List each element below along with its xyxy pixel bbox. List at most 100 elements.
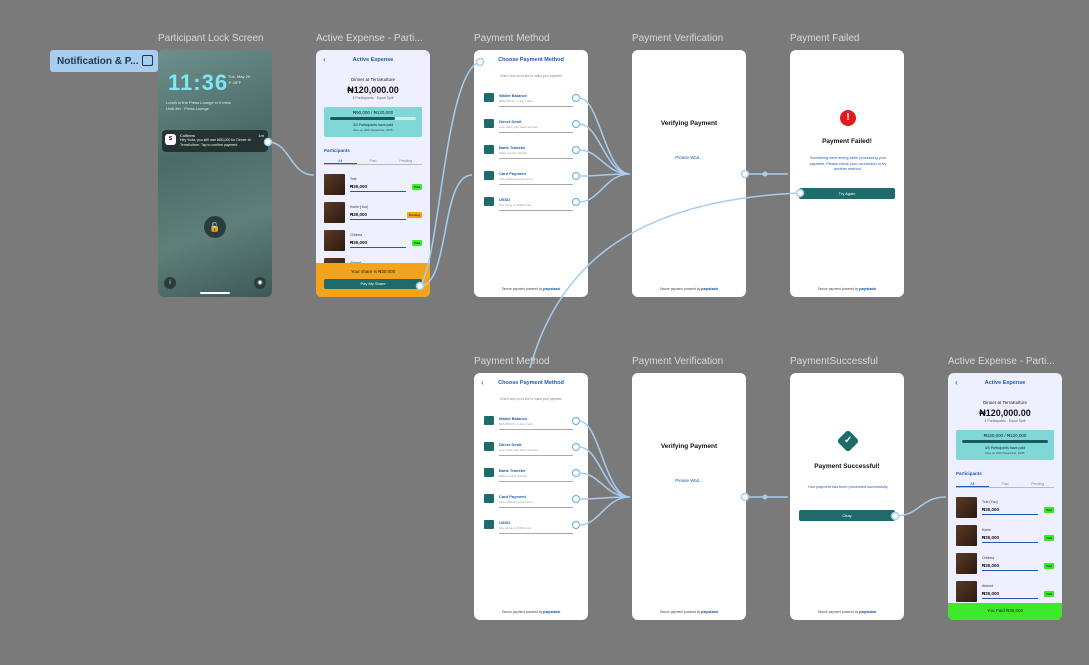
verify-title: Verifying Payment (660, 120, 718, 127)
avatar (956, 497, 977, 518)
active-expense-screen: ‹ Active Expense Dinner at TerraKulture … (316, 50, 430, 297)
tab-pending[interactable]: Pending (399, 159, 413, 163)
back-icon[interactable]: ‹ (955, 378, 958, 387)
payment-method-sub: Select how you'd like to make your payme… (499, 74, 563, 78)
tab-paid[interactable]: Paid (1001, 482, 1009, 486)
payment-option-desc: Visa, Mastercard & Verve (499, 177, 533, 181)
payment-success-screen: ✓ Payment Successful! Your payment has b… (790, 373, 904, 620)
payment-option-name: Bank Transfer (499, 145, 526, 150)
avatar (956, 525, 977, 546)
payment-option-desc: Make a bank transfer (499, 151, 528, 155)
participant-amount: ₦30,000 (982, 591, 1000, 596)
progress-status: 4/4 Participants have paid (984, 446, 1026, 450)
payment-option[interactable]: Wallet Balance₦45,000.00 · 1 day credit (484, 415, 580, 431)
divider (499, 455, 573, 456)
payment-option-desc: ₦45,000.00 · 1 day credit (499, 422, 533, 426)
try-again-button[interactable]: Try Again (799, 188, 895, 199)
camera-icon[interactable]: ◉ (254, 277, 266, 289)
payment-option-name: Card Payment (499, 494, 526, 499)
connector-notif-to-expense (267, 141, 315, 176)
participants-heading: Participants (956, 471, 982, 476)
tab-all[interactable]: All (956, 480, 989, 487)
payment-option-icon (484, 197, 494, 206)
divider (350, 191, 406, 192)
status-badge: Pending (406, 212, 422, 218)
section-tag[interactable]: Notification & P... (50, 50, 158, 72)
expense-amount: ₦120,000.00 (347, 85, 399, 95)
payment-option-desc: Visa, Mastercard & Verve (499, 500, 533, 504)
tab-paid[interactable]: Paid (369, 159, 377, 163)
payment-option-icon (484, 494, 494, 503)
participant-name: Kunle (982, 528, 991, 532)
radio-button[interactable] (572, 521, 580, 529)
screen-header: Active Expense (984, 380, 1026, 386)
status-badge: Paid (411, 184, 422, 190)
back-icon[interactable]: ‹ (323, 55, 326, 64)
divider (499, 429, 573, 430)
footer-text: Secure payment powered by (501, 610, 543, 614)
radio-button[interactable] (572, 417, 580, 425)
progress-bar (330, 117, 416, 120)
payment-method-screen-1: ‹ Choose Payment Method Select how you'd… (474, 50, 588, 297)
notification-time: 1m (258, 133, 264, 138)
radio-button[interactable] (572, 146, 580, 154)
app-icon: S (165, 134, 176, 145)
radio-button[interactable] (572, 495, 580, 503)
okay-button[interactable]: Okay (799, 510, 895, 521)
payment-option[interactable]: Wallet Balance₦45,000.00 · 1 day credit (484, 92, 580, 108)
payment-option-name: Bank Transfer (499, 468, 526, 473)
back-icon[interactable]: ‹ (481, 378, 484, 387)
progress-card: ₦120,000 / ₦120,000 4/4 Participants hav… (956, 430, 1054, 460)
footer-text: Secure payment powered by (659, 610, 701, 614)
divider (499, 210, 573, 211)
progress-card: ₦90,000 / ₦120,000 3/4 Participants have… (324, 107, 422, 137)
footer: Secure payment powered by paystack (474, 609, 588, 614)
screen-header: Choose Payment Method (498, 380, 564, 386)
payment-option-icon (484, 520, 494, 529)
active-expense-paid-screen: ‹ Active Expense Dinner at TerraKulture … (948, 373, 1062, 620)
progress-due: Due on 20th November, 2025 (353, 128, 393, 132)
footer-text: Secure payment powered by (501, 287, 543, 291)
notification-text: Hey Yuda, you still owe ₦30,000 for Dinn… (180, 138, 251, 147)
status-badge: Paid (1043, 563, 1054, 569)
payment-notification[interactable]: S Cofibers 1m Hey Yuda, you still owe ₦3… (162, 130, 268, 152)
payment-option-name: Wallet Balance (499, 416, 528, 421)
radio-button[interactable] (572, 94, 580, 102)
avatar (956, 581, 977, 602)
radio-button[interactable] (572, 120, 580, 128)
radio-button[interactable] (572, 443, 580, 451)
frame-title-pm2: Payment Method (474, 356, 550, 367)
verify-wait: Please Wait... (675, 478, 703, 483)
payment-option-desc: Auto debit your bank account (499, 125, 538, 129)
lock-screen: 11:36 Tue, May 20 ☀ 28°F Lunch in the Pr… (158, 50, 272, 297)
payment-option-name: Direct Debit (499, 119, 522, 124)
unlock-icon[interactable]: 🔓 (204, 216, 226, 238)
tab-all[interactable]: All (324, 157, 357, 164)
frame-title-verify1: Payment Verification (632, 33, 724, 44)
flashlight-icon[interactable]: i (164, 277, 176, 289)
participant-amount: ₦30,000 (350, 212, 368, 217)
lock-event-title: Lunch in the Press Lounge in 9 mins (166, 100, 231, 105)
pay-my-share-button[interactable]: Pay My Share (324, 279, 422, 289)
tab-pending[interactable]: Pending (1031, 482, 1045, 486)
radio-button[interactable] (572, 172, 580, 180)
radio-button[interactable] (572, 198, 580, 206)
radio-button[interactable] (572, 469, 580, 477)
share-bar: Your share is ₦30,000 Pay My Share (316, 263, 430, 297)
payment-option-icon (484, 468, 494, 477)
